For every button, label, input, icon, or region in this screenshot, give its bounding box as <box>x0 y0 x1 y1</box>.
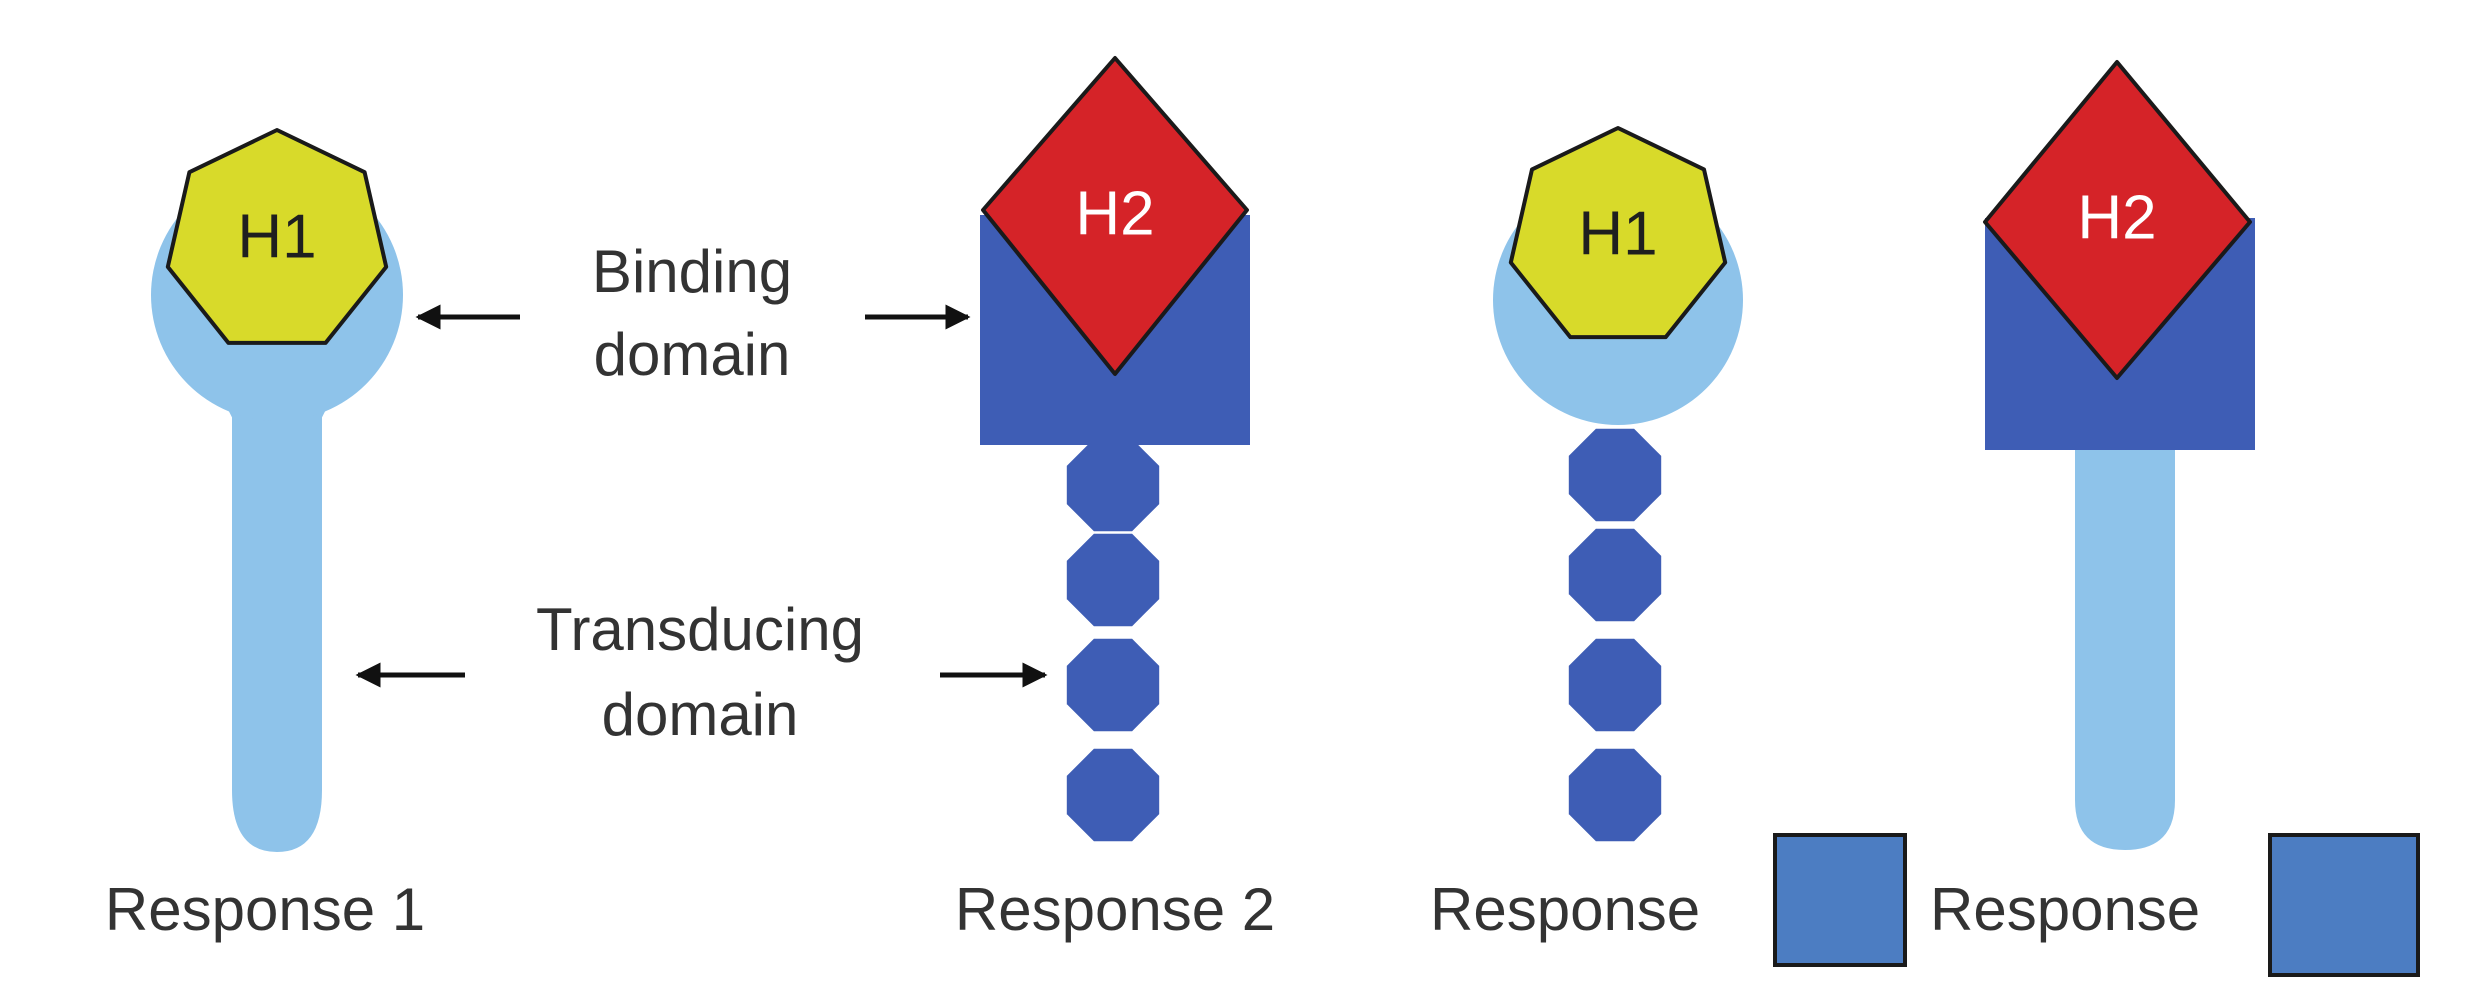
bead <box>1568 748 1662 842</box>
binding-label-line2: domain <box>594 321 791 388</box>
h1-label: H1 <box>237 202 316 271</box>
bead <box>1066 533 1160 627</box>
bead <box>1568 428 1662 522</box>
h2-label: H2 <box>2077 183 2156 252</box>
receptor-2: H2 Response 2 <box>955 56 1275 943</box>
binding-domain-annotation: Binding domain <box>415 238 971 388</box>
transducing-domain-annotation: Transducing domain <box>355 596 1048 748</box>
transducing-domain-rod <box>2075 440 2175 850</box>
h1-label: H1 <box>1578 199 1657 268</box>
transducing-label-line1: Transducing <box>536 596 864 663</box>
h2-hormone-diamond <box>981 56 1249 376</box>
transducing-domain-rod <box>232 405 322 852</box>
response-1-label: Response 1 <box>105 876 425 943</box>
bead <box>1568 638 1662 732</box>
transducing-domain-beads <box>1568 428 1662 842</box>
bead <box>1066 748 1160 842</box>
h2-label: H2 <box>1075 179 1154 248</box>
h1-hormone-heptagon <box>165 128 389 345</box>
response-3-label: Response <box>1430 876 1700 943</box>
bead <box>1568 528 1662 622</box>
h2-hormone-diamond <box>1983 60 2252 380</box>
response-2-label: Response 2 <box>955 876 1275 943</box>
binding-label-line1: Binding <box>592 238 792 305</box>
transducing-label-line2: domain <box>602 681 799 748</box>
response-4-label: Response <box>1930 876 2200 943</box>
h1-hormone-heptagon <box>1508 126 1728 340</box>
blank-response-box <box>1773 833 1907 967</box>
receptor-1: H1 Response 1 <box>105 128 425 943</box>
blank-response-box <box>2268 833 2420 977</box>
transducing-domain-beads <box>1066 438 1160 842</box>
bead <box>1066 638 1160 732</box>
receptor-4: H2 Response <box>1930 60 2420 977</box>
bead <box>1066 438 1160 532</box>
receptor-3: H1 Response <box>1430 126 1907 967</box>
